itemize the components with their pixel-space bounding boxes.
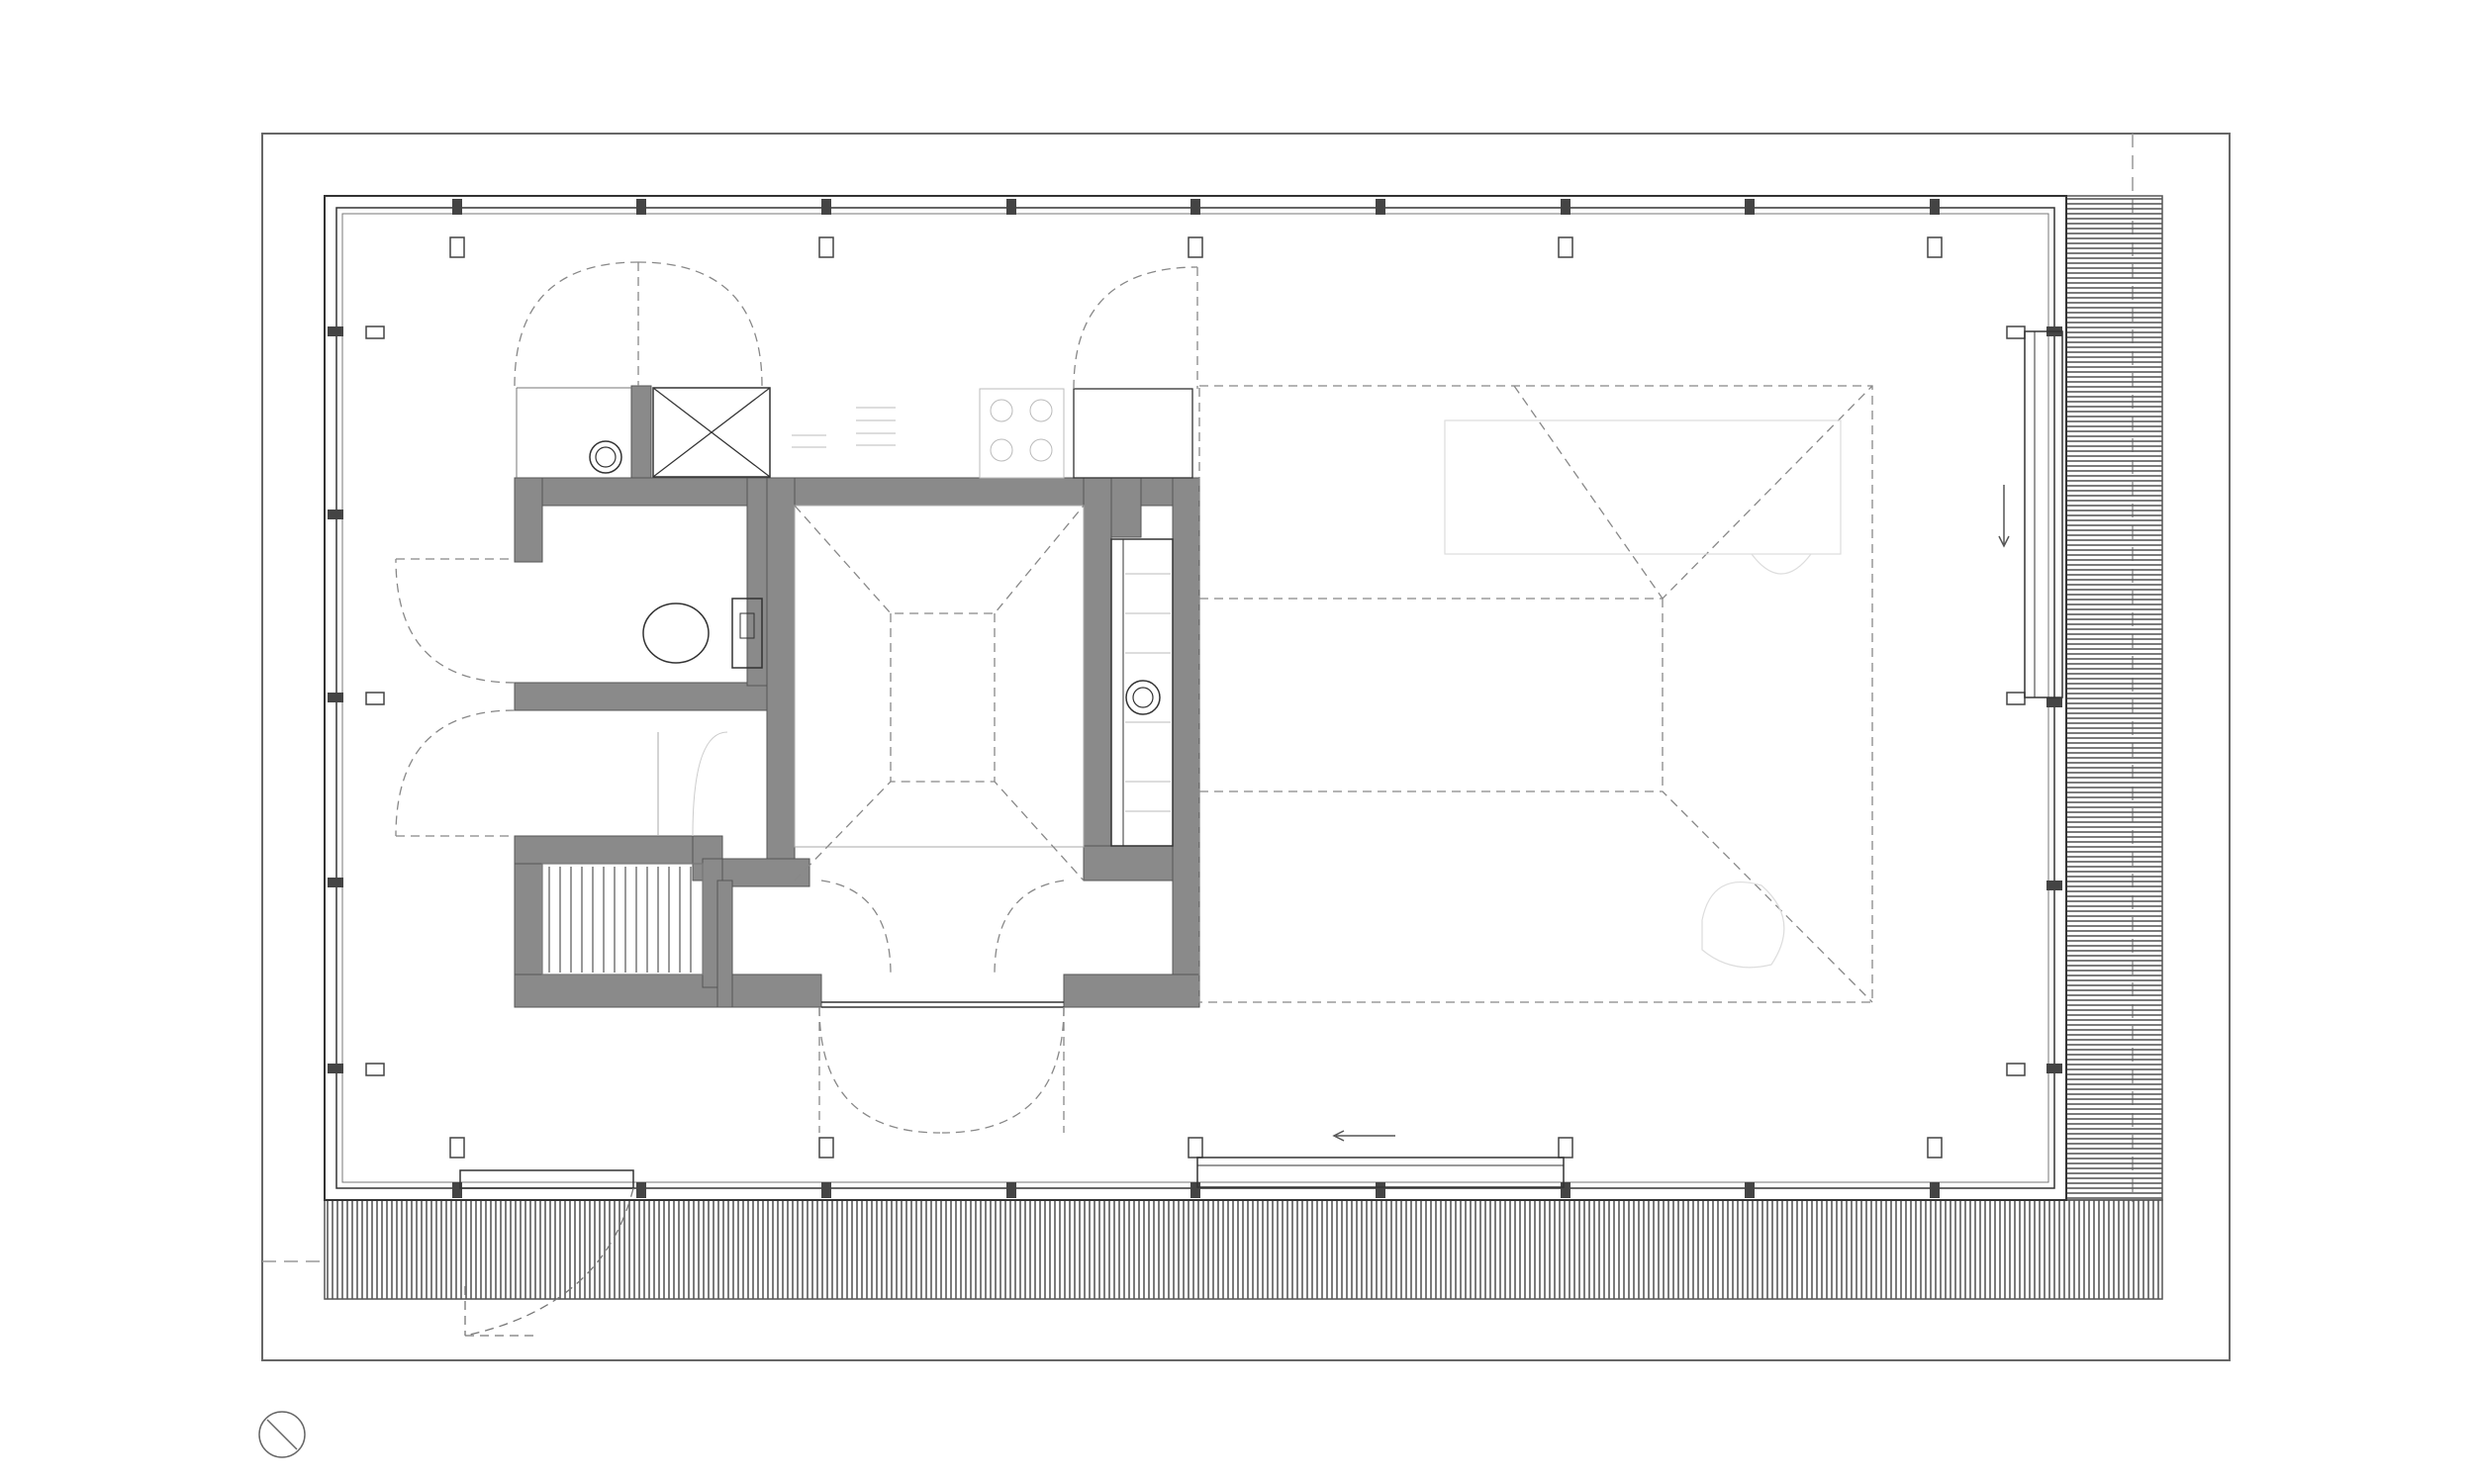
pier-marker (449, 1137, 465, 1159)
interior-pier-markers (365, 236, 2026, 1159)
sauna-bench (541, 863, 704, 975)
sink-icon (1125, 680, 1161, 715)
column (2046, 697, 2062, 707)
site-boundary (261, 133, 2231, 1361)
column (328, 693, 343, 702)
toilet-icon (642, 603, 710, 664)
perimeter-columns-west (328, 326, 343, 1073)
living-room-roof-outline (1198, 385, 1873, 1003)
column (1930, 1182, 1940, 1198)
armchair-icon (1701, 881, 1785, 969)
hall-door-swing (820, 880, 892, 975)
pier-marker (818, 1137, 834, 1159)
pier-marker (1188, 236, 1203, 258)
column (1376, 199, 1385, 215)
pier-marker (2006, 325, 2026, 339)
pier-marker (1927, 236, 1943, 258)
pier-marker (1927, 1137, 1943, 1159)
column (452, 1182, 462, 1198)
column (1006, 199, 1016, 215)
south-deck (324, 1199, 2163, 1300)
chair-icon (1751, 553, 1812, 575)
pier-marker (449, 236, 465, 258)
burner-icon (990, 399, 1013, 422)
perimeter-columns-north (452, 199, 1940, 215)
exterior-wall-outer (324, 195, 2067, 1201)
column (1190, 199, 1200, 215)
main-entrance-swing (818, 1006, 941, 1134)
column (328, 326, 343, 336)
pier-marker (818, 236, 834, 258)
column (1745, 1182, 1755, 1198)
entry-door-frame[interactable] (459, 1169, 634, 1189)
column (821, 199, 831, 215)
column (1930, 199, 1940, 215)
column (2046, 1064, 2062, 1073)
shelving (792, 407, 896, 448)
corridor-door-swing (395, 709, 516, 837)
column (2046, 881, 2062, 890)
burner-icon (1029, 438, 1053, 462)
floor-drain-icon (589, 440, 622, 474)
east-sliding-door[interactable] (2024, 330, 2063, 698)
wc-door-swing (395, 558, 516, 684)
pier-marker (1188, 1137, 1203, 1159)
column (1190, 1182, 1200, 1198)
pier-marker (365, 692, 385, 705)
south-sliding-door[interactable] (1196, 1157, 1565, 1188)
north-arrow (258, 1411, 306, 1458)
perimeter-columns-south (452, 1182, 1940, 1198)
column (636, 1182, 646, 1198)
interior-core-walls (514, 385, 1200, 1008)
kitchen-counter (1110, 538, 1174, 847)
stove (979, 388, 1065, 479)
column (1561, 1182, 1570, 1198)
column (821, 1182, 831, 1198)
pier-marker (365, 325, 385, 339)
column (1376, 1182, 1385, 1198)
column (636, 199, 646, 215)
skylight-outline (794, 505, 1085, 881)
outdoor-shower-tray (652, 387, 771, 478)
burner-icon (1029, 399, 1053, 422)
column (328, 510, 343, 519)
column (1561, 199, 1570, 215)
hall-floor (794, 505, 1085, 848)
column (328, 878, 343, 887)
column (1745, 199, 1755, 215)
column (328, 1064, 343, 1073)
dining-table (1444, 419, 1842, 555)
pier-marker (1558, 236, 1573, 258)
pier-marker (365, 1063, 385, 1076)
kitchen-door-swing (1073, 266, 1198, 390)
pier-marker (2006, 1063, 2026, 1076)
column (452, 199, 462, 215)
pier-marker (1558, 1137, 1573, 1159)
pier-marker (2006, 692, 2026, 705)
kitchen-counter-top (1073, 388, 1193, 479)
column (1006, 1182, 1016, 1198)
east-deck (2065, 195, 2163, 1201)
burner-icon (990, 438, 1013, 462)
shower-door-swing (514, 261, 639, 387)
